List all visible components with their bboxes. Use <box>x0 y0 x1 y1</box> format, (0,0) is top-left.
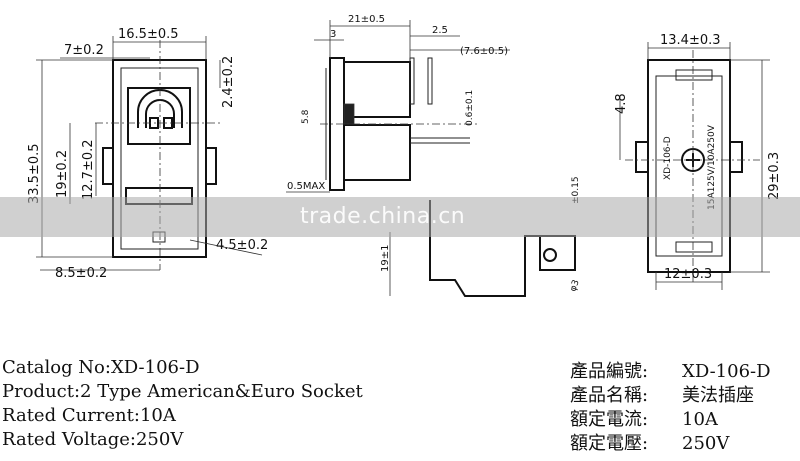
spec-row: Catalog No:XD-106-D <box>2 357 200 378</box>
rear-outline <box>647 59 731 273</box>
front-view: 16.5±0.5 7±0.2 2.4±0.2 33.5±0.5 19±0.2 1… <box>27 27 268 281</box>
spec-row: Rated Voltage:250V <box>2 429 184 450</box>
dim-front-bottom: 8.5±0.2 <box>55 266 107 281</box>
dim-side-pin-offset: 2.5 <box>432 25 448 36</box>
specs-english: Catalog No:XD-106-D Product:2 Type Ameri… <box>2 356 363 452</box>
dim-rear-bottom-width: 12±0.3 <box>664 267 712 282</box>
rear-marking-model: XD-106-D <box>663 136 673 180</box>
left-lug <box>102 147 114 185</box>
dim-rear-height: 29±0.3 <box>767 152 782 200</box>
dim-front-mid: 19±0.2 <box>55 150 70 198</box>
rear-inner <box>655 75 723 257</box>
dim-front-inner: 12.7±0.2 <box>81 139 96 200</box>
dim-front-top: 2.4±0.2 <box>221 56 236 108</box>
dim-front-height: 33.5±0.5 <box>27 143 42 204</box>
side-view: 21±0.5 3 2.5 (7.6±0.5) 5.8 0.6±0.1 0.5MA… <box>286 14 582 297</box>
watermark: trade.china.cn <box>300 204 466 229</box>
side-slot <box>343 103 355 125</box>
dim-front-corner: 4.5±0.2 <box>216 238 268 253</box>
dim-front-offset: 7±0.2 <box>64 43 104 58</box>
upper-socket-opening <box>127 87 191 145</box>
dim-side-tol: ±0.15 <box>571 176 581 204</box>
side-body-lower <box>343 124 411 181</box>
right-lug <box>205 147 217 185</box>
watermark-band <box>0 197 800 237</box>
dim-side-pin-thick: 0.6±0.1 <box>465 90 475 126</box>
technical-drawing: 16.5±0.5 7±0.2 2.4±0.2 33.5±0.5 19±0.2 1… <box>27 14 782 297</box>
dim-rear-top-width: 13.4±0.3 <box>660 33 721 48</box>
spec-row: Rated Current:10A <box>2 405 176 426</box>
spec-row: 額定電流:10A <box>570 409 718 430</box>
spec-row: 額定電壓:250V <box>570 433 730 454</box>
spec-row: Product:2 Type American&Euro Socket <box>2 381 363 402</box>
dim-side-slot: 5.8 <box>301 109 311 124</box>
dim-side-pin-length: (7.6±0.5) <box>460 46 508 57</box>
dim-side-height: 19±1 <box>380 245 391 272</box>
spec-row: 產品編號:XD-106-D <box>570 361 771 382</box>
specs-chinese: 產品編號:XD-106-D 產品名稱:美法插座 額定電流:10A 額定電壓:25… <box>570 360 771 456</box>
dim-side-depth: 21±0.5 <box>348 14 385 25</box>
dim-side-gap: 0.5MAX <box>287 181 325 192</box>
dim-front-width: 16.5±0.5 <box>118 27 179 42</box>
mount-hole <box>543 248 557 262</box>
rear-marking-rating: 15A125V/10A250V <box>707 124 717 210</box>
dim-side-flange: 3 <box>330 29 336 40</box>
rear-view: XD-106-D 15A125V/10A250V 13.4±0.3 4.8 29… <box>614 33 782 290</box>
side-flange <box>329 57 345 191</box>
dim-side-hole: φ3 <box>568 279 581 293</box>
front-inner-outline <box>120 67 199 250</box>
spec-row: 產品名稱:美法插座 <box>570 385 754 406</box>
dim-rear-top: 4.8 <box>614 93 629 114</box>
